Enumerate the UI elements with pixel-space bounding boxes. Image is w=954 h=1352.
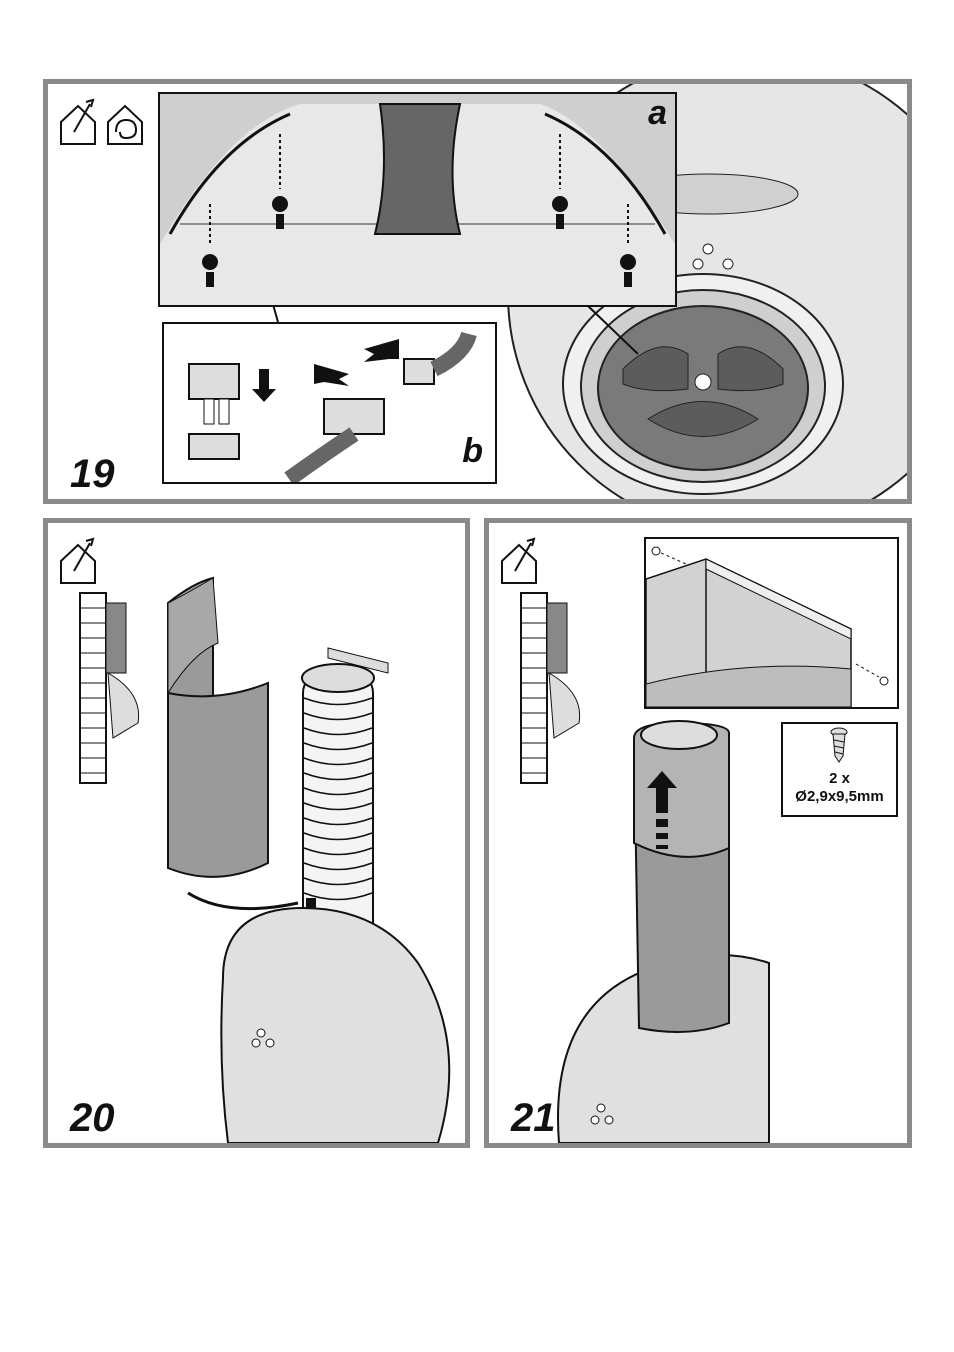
screw-size: Ø2,9x9,5mm [783,788,896,806]
inset-a-drawing [160,94,675,305]
mode-icons [56,92,156,152]
inset-a-screws: a [158,92,677,307]
exhaust-air-mode-icon [61,100,95,144]
step-20-illustration [48,523,465,1143]
screw-icon [783,724,896,766]
inset-b-drawing [164,324,495,482]
wall-icon [521,593,580,783]
wall-icon [80,593,139,783]
screw-spec-box: 2 x Ø2,9x9,5mm [781,722,898,817]
step-number: 19 [70,454,115,494]
inset-a-label: a [648,96,667,130]
step-number: 20 [70,1098,115,1138]
step-21-panel: 2 x Ø2,9x9,5mm 21 [484,518,912,1148]
inset-b-label: b [462,434,483,468]
step-number: 21 [511,1098,556,1138]
screw-quantity: 2 x [783,770,896,788]
step-20-panel: 20 [43,518,470,1148]
step-19-panel: a b 19 [43,79,912,504]
bracket-detail-inset [644,537,899,709]
recirculation-mode-icon [108,106,142,144]
inset-b-connector: b [162,322,497,484]
bracket-detail-drawing [646,539,897,707]
